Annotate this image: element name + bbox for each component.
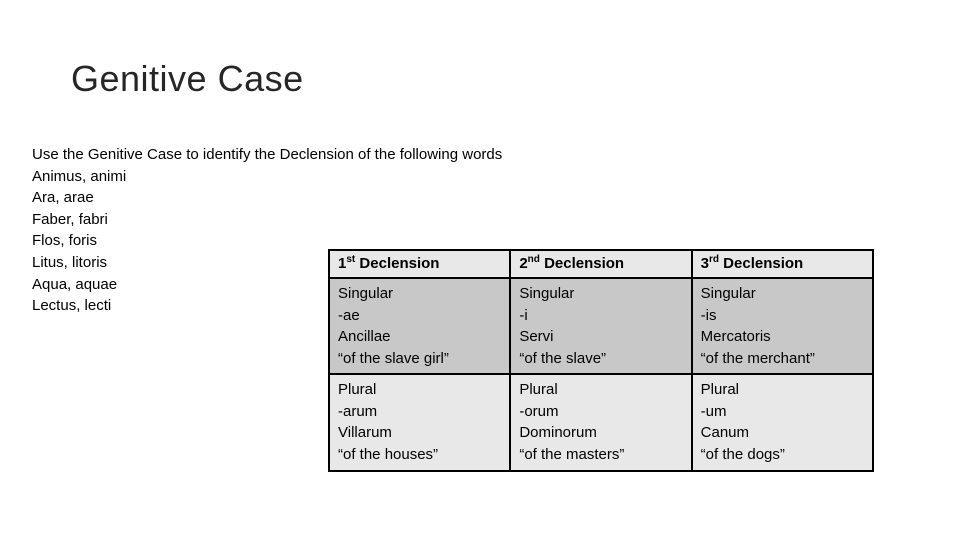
word-list-item: Litus, litoris (32, 253, 108, 271)
cell-plural-1st: Plural -arum Villarum “of the houses” (327, 373, 512, 472)
body-text-block: Use the Genitive Case to identify the De… (32, 144, 502, 317)
table-row-plural: Plural -arum Villarum “of the houses” Pl… (327, 373, 875, 472)
cell-singular-2nd: Singular -i Servi “of the slave” (509, 277, 693, 375)
instruction-text: Use the Genitive Case to identify the De… (32, 146, 503, 163)
declension-table: 1st Declension 2nd Declension 3rd Declen… (327, 249, 875, 472)
table-header-row: 1st Declension 2nd Declension 3rd Declen… (327, 249, 875, 279)
cell-singular-1st: Singular -ae Ancillae “of the slave girl… (327, 277, 512, 375)
word-list-item: Aqua, aquae (32, 275, 118, 293)
word-list-item: Faber, fabri (32, 210, 108, 228)
header-2nd-declension: 2nd Declension (509, 249, 693, 279)
word-list-item: Lectus, lecti (32, 297, 112, 315)
word-list-item: Animus, animi (32, 167, 127, 185)
cell-plural-2nd: Plural -orum Dominorum “of the masters” (509, 373, 693, 472)
header-1st-declension: 1st Declension (327, 249, 512, 279)
page-title: Genitive Case (71, 58, 304, 99)
word-list-item: Ara, arae (32, 189, 94, 207)
cell-plural-3rd: Plural -um Canum “of the dogs” (690, 373, 875, 472)
table-row-singular: Singular -ae Ancillae “of the slave girl… (327, 277, 875, 375)
header-3rd-declension: 3rd Declension (690, 249, 875, 279)
word-list-item: Flos, foris (32, 232, 98, 250)
cell-singular-3rd: Singular -is Mercatoris “of the merchant… (690, 277, 875, 375)
